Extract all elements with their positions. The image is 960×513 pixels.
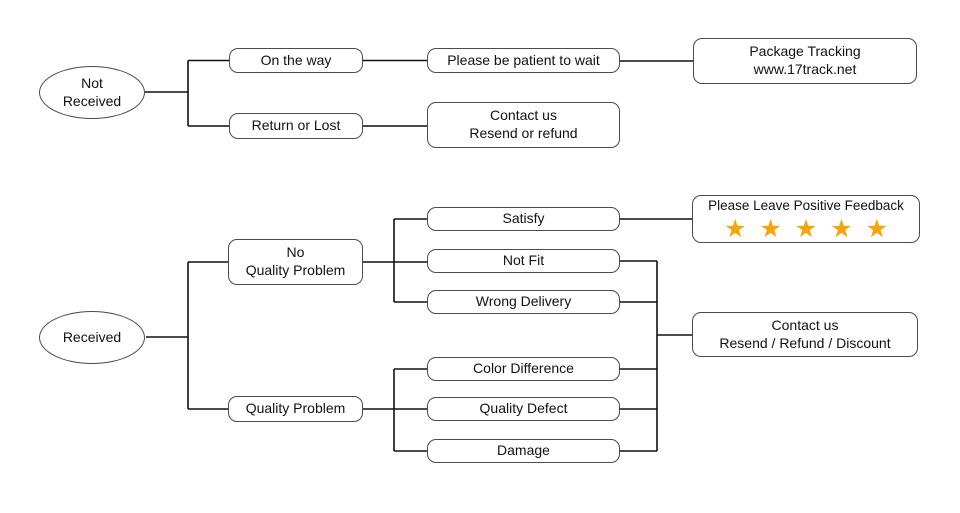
node-label: Received — [62, 92, 122, 109]
node-label: Please be patient to wait — [447, 51, 600, 68]
node-label: Return or Lost — [251, 117, 341, 134]
node-label: Wrong Delivery — [475, 293, 572, 310]
node-positive-feedback: Please Leave Positive Feedback ★★★★★ — [692, 195, 920, 243]
node-quality-defect: Quality Defect — [427, 397, 620, 421]
tracking-url: www.17track.net — [753, 61, 857, 77]
node-label: Contact us — [490, 107, 557, 124]
node-label: Please Leave Positive Feedback — [708, 198, 904, 214]
node-label: Color Difference — [473, 360, 574, 377]
node-contact-discount: Contact us Resend / Refund / Discount — [692, 312, 918, 357]
node-satisfy: Satisfy — [427, 207, 620, 231]
node-label: Quality Defect — [479, 400, 568, 417]
node-label: No — [286, 244, 305, 261]
node-not-fit: Not Fit — [427, 249, 620, 273]
node-damage: Damage — [427, 439, 620, 463]
node-contact-resend-refund: Contact us Resend or refund — [427, 102, 620, 148]
node-label: Quality Problem — [245, 262, 346, 278]
node-label: Quality Problem — [245, 400, 346, 417]
node-label: On the way — [260, 51, 332, 68]
node-on-the-way: On the way — [229, 48, 363, 73]
node-label: Damage — [497, 442, 550, 459]
node-color-difference: Color Difference — [427, 357, 620, 381]
node-label: Contact us — [771, 316, 839, 333]
node-label: Package Tracking — [749, 43, 861, 60]
node-wrong-delivery: Wrong Delivery — [427, 290, 620, 314]
node-label: Not Fit — [502, 252, 545, 269]
node-be-patient: Please be patient to wait — [427, 48, 620, 73]
five-star-rating-icon: ★★★★★ — [723, 213, 902, 243]
node-return-or-lost: Return or Lost — [229, 113, 363, 139]
node-label: Resend / Refund / Discount — [719, 334, 891, 351]
node-package-tracking: Package Tracking www.17track.net — [693, 38, 917, 84]
node-no-quality-problem: No Quality Problem — [228, 239, 363, 285]
node-quality-problem: Quality Problem — [228, 396, 363, 422]
node-label: Received — [62, 328, 122, 345]
node-received: Received — [39, 311, 145, 364]
node-not-received: Not Received — [39, 66, 145, 119]
node-label: Satisfy — [502, 210, 545, 227]
node-label: Resend or refund — [469, 125, 578, 141]
node-label: Not — [81, 74, 103, 91]
